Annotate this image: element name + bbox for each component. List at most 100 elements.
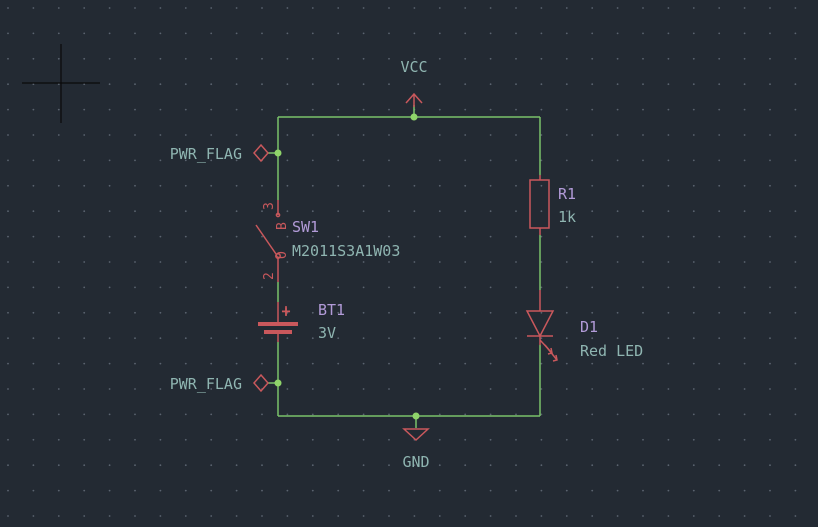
grid-dot (515, 515, 517, 517)
grid-dot (413, 83, 416, 86)
gnd-power-symbol[interactable]: GND (402, 428, 430, 471)
led-d1[interactable]: D1 Red LED (525, 290, 643, 362)
grid-dot (743, 515, 746, 517)
grid-dot (769, 108, 771, 111)
grid-dot (769, 261, 771, 263)
grid-dot (32, 388, 35, 390)
grid-dot (159, 235, 162, 238)
pwr-flag-bottom[interactable]: PWR_FLAG (170, 373, 269, 393)
grid-dot (32, 489, 35, 492)
grid-dot (540, 210, 543, 213)
grid-dot (743, 7, 746, 9)
grid-dot (667, 134, 670, 136)
grid-dot (159, 413, 162, 416)
wires[interactable] (268, 105, 541, 428)
grid-dot (235, 7, 238, 9)
battery-bt1[interactable]: + BT1 3V (258, 301, 345, 342)
grid-dot (362, 489, 365, 492)
grid-dot (489, 438, 492, 441)
grid-dot (743, 83, 746, 86)
grid-dot (134, 108, 136, 111)
grid-dot (32, 83, 35, 86)
grid-dot (83, 337, 86, 340)
grid-dot (362, 57, 365, 60)
grid-dot (540, 311, 543, 314)
vcc-power-symbol[interactable]: VCC (400, 58, 428, 107)
grid-dot (108, 286, 111, 289)
grid-dot (184, 57, 187, 60)
resistor-r1[interactable]: R1 1k (529, 175, 576, 235)
grid-dot (57, 413, 60, 416)
grid-dot (362, 515, 365, 517)
grid-dot (108, 311, 111, 314)
grid-dot (57, 57, 60, 60)
grid-dot (667, 83, 670, 86)
battery-negative-plate (264, 330, 292, 334)
grid-dot (743, 438, 746, 441)
grid-dot (311, 134, 314, 136)
grid-dot (337, 108, 340, 111)
grid-dot (515, 83, 517, 86)
grid-dot (7, 438, 9, 441)
grid-dot (362, 286, 365, 289)
grid-dot (692, 7, 695, 9)
grid-dot (692, 438, 695, 441)
pwr-flag-bottom-label: PWR_FLAG (170, 375, 242, 393)
grid-dot (362, 438, 365, 441)
grid-dot (642, 489, 644, 492)
grid-dot (83, 83, 86, 86)
grid-dot (159, 134, 162, 136)
grid-dot (261, 362, 263, 365)
grid-dot (540, 337, 543, 340)
grid-dot (210, 337, 213, 340)
grid-dot (235, 108, 238, 111)
grid-dot (210, 438, 213, 441)
grid-dot (286, 515, 289, 517)
grid-dot (159, 159, 162, 162)
grid-dot (565, 210, 568, 213)
grid-dot (337, 362, 340, 365)
grid-dot (591, 32, 594, 35)
grid-dot (362, 388, 365, 390)
grid-dot (184, 210, 187, 213)
grid-dot (388, 413, 390, 416)
grid-dot (57, 184, 60, 187)
grid-dot (591, 134, 594, 136)
grid-dot (235, 57, 238, 60)
grid-dot (616, 464, 619, 467)
grid-dot (464, 337, 467, 340)
grid-dot (540, 413, 543, 416)
grid-dot (591, 311, 594, 314)
grid-dot (413, 134, 416, 136)
grid-dot (565, 32, 568, 35)
junction-dot (412, 412, 420, 420)
grid-dot (667, 261, 670, 263)
grid-dot (438, 83, 441, 86)
grid-dot (616, 159, 619, 162)
grid-dot (489, 261, 492, 263)
grid-dot (57, 32, 60, 35)
grid-dot (210, 261, 213, 263)
grid-dot (692, 210, 695, 213)
grid-dot (464, 57, 467, 60)
grid-dot (362, 311, 365, 314)
grid-dot (540, 489, 543, 492)
grid-dot (692, 413, 695, 416)
grid-dot (718, 32, 721, 35)
grid-dot (794, 286, 797, 289)
switch-sw1[interactable]: 3 B 2 O SW1 M2011S3A1W03 (255, 200, 400, 282)
grid-dot (134, 337, 136, 340)
grid-dot (134, 388, 136, 390)
pwr-flag-top[interactable]: PWR_FLAG (170, 143, 269, 163)
grid-dot (667, 388, 670, 390)
grid-dot (362, 159, 365, 162)
grid-dot (311, 388, 314, 390)
grid-dot (134, 7, 136, 9)
grid-dot (565, 311, 568, 314)
grid-dot (794, 311, 797, 314)
grid-dot (235, 261, 238, 263)
grid-dot (388, 184, 390, 187)
grid-dot (210, 413, 213, 416)
grid-dot (616, 184, 619, 187)
